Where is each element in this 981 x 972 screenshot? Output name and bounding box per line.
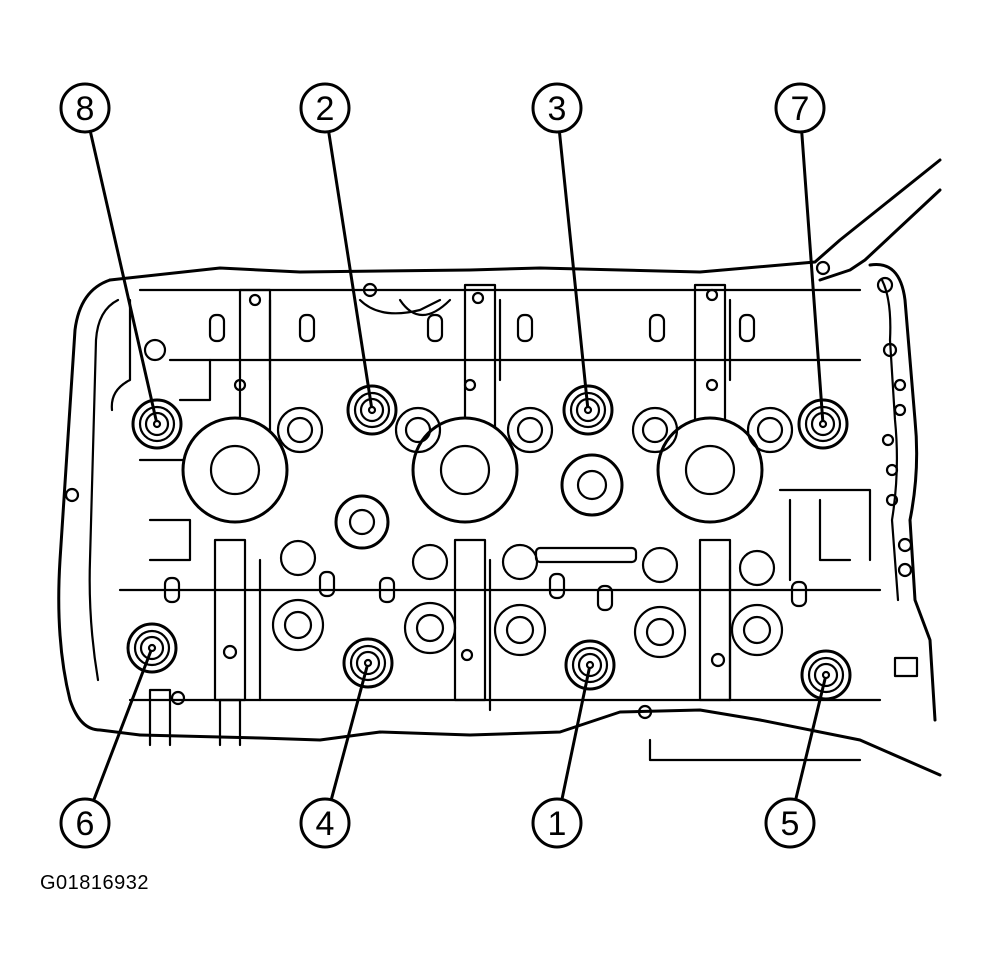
- callout-circle: [531, 82, 583, 134]
- leader-line-3: [557, 130, 590, 408]
- callout-circle: [59, 797, 111, 849]
- leader-line-5: [794, 677, 827, 802]
- callout-number: 7: [791, 90, 810, 128]
- callout-number: 1: [548, 805, 567, 843]
- leader-line-6: [92, 650, 153, 803]
- callout-circle: [774, 82, 826, 134]
- head-bolts: [126, 384, 852, 701]
- callout-circle: [531, 797, 583, 849]
- callout-circle: [59, 82, 111, 134]
- leader-line-2: [327, 130, 373, 408]
- callout-number: 6: [76, 805, 95, 843]
- callout-circle: [299, 82, 351, 134]
- callout-circle: [299, 797, 351, 849]
- callout-circle: [764, 797, 816, 849]
- callout-number: 2: [316, 90, 335, 128]
- callouts: 8 2 3 7 6 4 1 5: [59, 82, 827, 849]
- head-bolt-5: [800, 649, 852, 701]
- callout-8: 8: [59, 82, 111, 134]
- leader-line-4: [329, 665, 369, 802]
- callout-4: 4: [299, 797, 351, 849]
- head-bolt-8: [131, 398, 183, 450]
- callout-3: 3: [531, 82, 583, 134]
- callout-number: 3: [548, 90, 567, 128]
- leader-line-8: [88, 129, 158, 422]
- rocker-pads: [163, 313, 808, 612]
- head-bolt-1: [564, 639, 616, 691]
- callout-7: 7: [774, 82, 826, 134]
- leader-line-1: [560, 667, 591, 802]
- lower-ports: [271, 539, 784, 659]
- figure-id: G01816932: [40, 872, 150, 894]
- head-bolt-7: [797, 398, 849, 450]
- callout-2: 2: [299, 82, 351, 134]
- callout-number: 5: [781, 805, 800, 843]
- head-bolt-4: [342, 637, 394, 689]
- callout-6: 6: [59, 797, 111, 849]
- callout-1: 1: [531, 797, 583, 849]
- camshaft-bores: [181, 416, 764, 550]
- valve-springs: [276, 406, 794, 454]
- small-holes: [64, 260, 919, 720]
- callout-number: 4: [316, 805, 335, 843]
- head-bolt-3: [562, 384, 614, 436]
- leader-line-7: [800, 130, 825, 422]
- head-bolt-2: [346, 384, 398, 436]
- callout-number: 8: [76, 90, 95, 128]
- callout-5: 5: [764, 797, 816, 849]
- head-bolt-6: [126, 622, 178, 674]
